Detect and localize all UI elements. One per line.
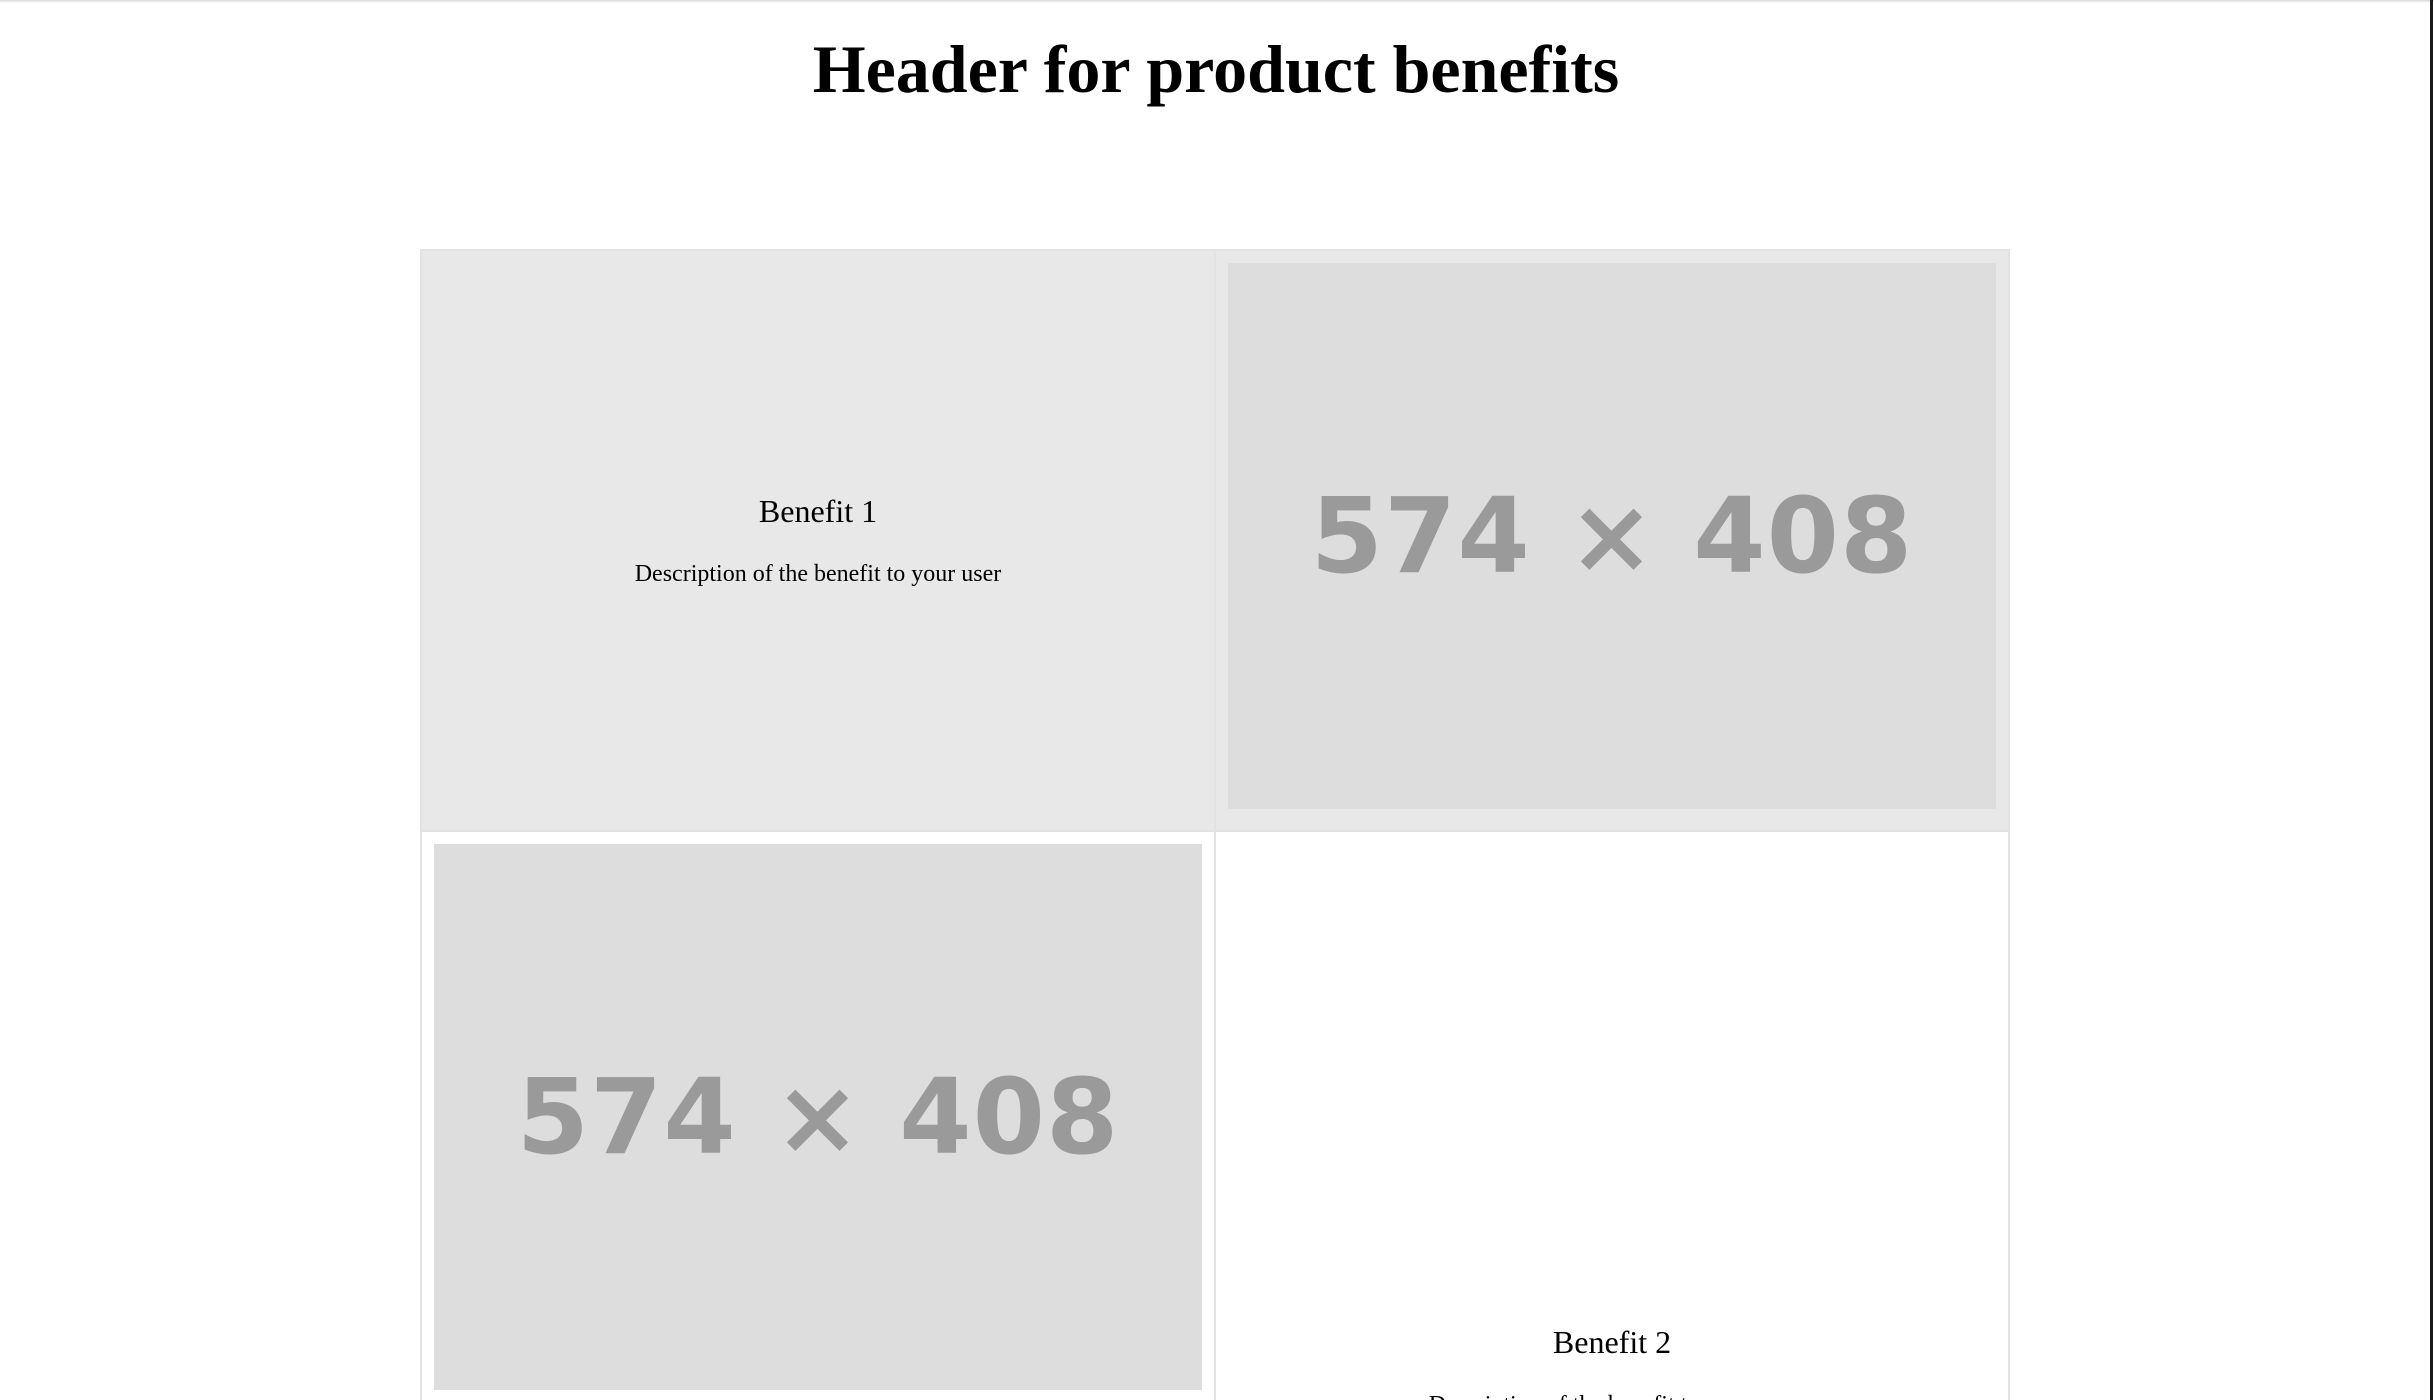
benefit-image-cell-1: 574 × 408 <box>1214 249 2010 832</box>
benefit-image-cell-2: 574 × 408 <box>420 830 1216 1400</box>
benefit-title: Benefit 1 <box>758 493 878 529</box>
benefit-cell-2: Benefit 2 Description of the benefit to … <box>1214 830 2010 1400</box>
benefit-text-1: Benefit 1 Description of the benefit to … <box>422 491 1214 589</box>
top-shadow <box>0 0 2434 3</box>
benefit-description: Description of the benefit to your user <box>1216 1390 2008 1400</box>
image-placeholder-label: 574 × 408 <box>516 1056 1120 1178</box>
image-placeholder-label: 574 × 408 <box>1310 475 1914 597</box>
benefit-cell-1: Benefit 1 Description of the benefit to … <box>420 249 1216 832</box>
benefit-description: Description of the benefit to your user <box>634 561 1002 587</box>
benefit-title: Benefit 2 <box>1552 1324 1672 1360</box>
image-placeholder: 574 × 408 <box>1228 263 1996 809</box>
benefits-grid: Benefit 1 Description of the benefit to … <box>420 249 2010 1400</box>
image-placeholder: 574 × 408 <box>434 844 1202 1390</box>
benefit-text-2: Benefit 2 Description of the benefit to … <box>1216 1322 2008 1400</box>
window-edge <box>2430 0 2433 1400</box>
page-title: Header for product benefits <box>812 31 1620 107</box>
